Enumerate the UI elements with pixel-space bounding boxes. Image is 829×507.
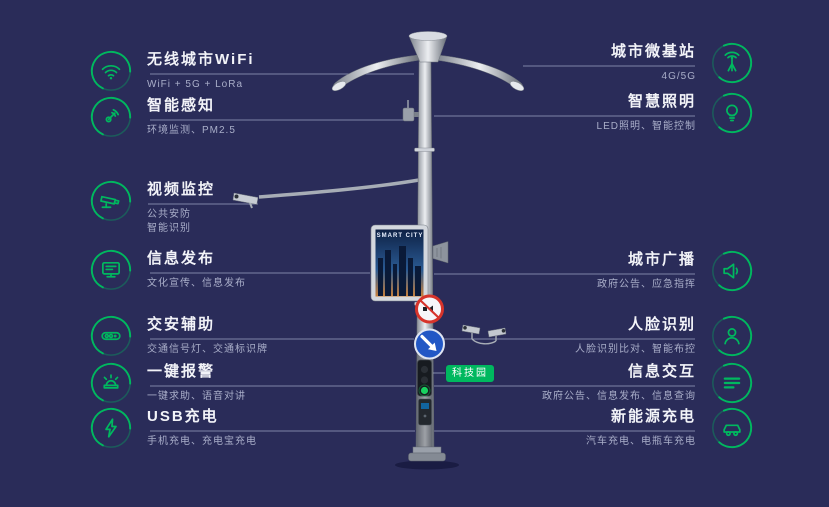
feature-title: 城市微基站 <box>610 43 696 60</box>
feature-ev-charging: 新能源充电 汽车充电、电瓶车充电 <box>456 405 755 451</box>
feature-subtitle: 交通信号灯、交通标识牌 <box>147 344 268 355</box>
feature-interaction: 信息交互 政府公告、信息发布、信息查询 <box>456 360 755 406</box>
feature-subtitle: 文化宣传、信息发布 <box>147 278 246 289</box>
feature-broadcast: 城市广播 政府公告、应急指挥 <box>456 248 755 294</box>
feature-subtitle: 公共安防 <box>147 209 191 220</box>
feature-subtitle: 一键求助、语音对讲 <box>147 391 246 402</box>
tech-park-tag: 科技园 <box>446 365 494 382</box>
feature-alarm: 一键报警 一键求助、语音对讲 <box>88 360 407 406</box>
led-screen-label: SMART CITY <box>376 233 424 239</box>
ev-icon <box>709 405 755 451</box>
pole <box>414 59 435 448</box>
feature-micro-base-station: 城市微基站 4G/5G <box>456 40 755 86</box>
feature-title: USB充电 <box>147 408 219 425</box>
feature-subtitle: 智能识别 <box>147 223 191 234</box>
speaker-icon <box>709 248 755 294</box>
feature-traffic-assist: 交安辅助 交通信号灯、交通标识牌 <box>88 313 407 359</box>
wifi-icon <box>88 48 134 94</box>
feature-title: 人脸识别 <box>627 316 696 333</box>
display-icon <box>88 247 134 293</box>
feature-subtitle: LED照明、智能控制 <box>596 121 696 132</box>
bulb-icon <box>709 90 755 136</box>
direction-sign <box>414 328 445 360</box>
feature-subtitle: 政府公告、信息发布、信息查询 <box>542 391 696 402</box>
feature-title: 信息交互 <box>627 363 696 380</box>
traffic-signal <box>417 359 445 397</box>
interact-icon <box>709 360 755 406</box>
feature-title: 交安辅助 <box>147 316 216 333</box>
feature-subtitle: 环境监测、PM2.5 <box>147 125 236 136</box>
feature-video: 视频监控 公共安防 智能识别 <box>88 178 407 235</box>
feature-title: 信息发布 <box>147 250 216 267</box>
feature-subtitle: WiFi + 5G + LoRa <box>147 79 244 90</box>
no-horn-sign <box>415 294 444 324</box>
feature-face-recognition: 人脸识别 人脸识别比对、智能布控 <box>456 313 755 359</box>
usb-charging-panel <box>418 398 432 426</box>
face-icon <box>709 313 755 359</box>
sensor-icon <box>88 94 134 140</box>
feature-title: 视频监控 <box>147 181 216 198</box>
traffic-signal-icon <box>88 313 134 359</box>
feature-title: 智慧照明 <box>627 93 696 110</box>
feature-subtitle: 人脸识别比对、智能布控 <box>575 344 696 355</box>
feature-subtitle: 手机充电、充电宝充电 <box>147 436 257 447</box>
feature-usb: USB充电 手机充电、充电宝充电 <box>88 405 407 451</box>
feature-title: 新能源充电 <box>610 408 696 425</box>
feature-title: 城市广播 <box>627 251 696 268</box>
feature-sensing: 智能感知 环境监测、PM2.5 <box>88 94 407 140</box>
feature-subtitle: 4G/5G <box>661 71 696 82</box>
feature-info-publish: 信息发布 文化宣传、信息发布 <box>88 247 407 293</box>
feature-lighting: 智慧照明 LED照明、智能控制 <box>456 90 755 136</box>
alarm-icon <box>88 360 134 406</box>
broadcast-speaker <box>432 241 449 264</box>
feature-subtitle: 汽车充电、电瓶车充电 <box>586 436 696 447</box>
feature-title: 智能感知 <box>147 97 216 114</box>
feature-wifi: 无线城市WiFi WiFi + 5G + LoRa <box>88 48 407 94</box>
antenna-icon <box>709 40 755 86</box>
cctv-icon <box>88 178 134 224</box>
usb-icon <box>88 405 134 451</box>
feature-title: 一键报警 <box>147 363 216 380</box>
feature-title: 无线城市WiFi <box>147 51 255 68</box>
feature-subtitle: 政府公告、应急指挥 <box>597 279 696 290</box>
